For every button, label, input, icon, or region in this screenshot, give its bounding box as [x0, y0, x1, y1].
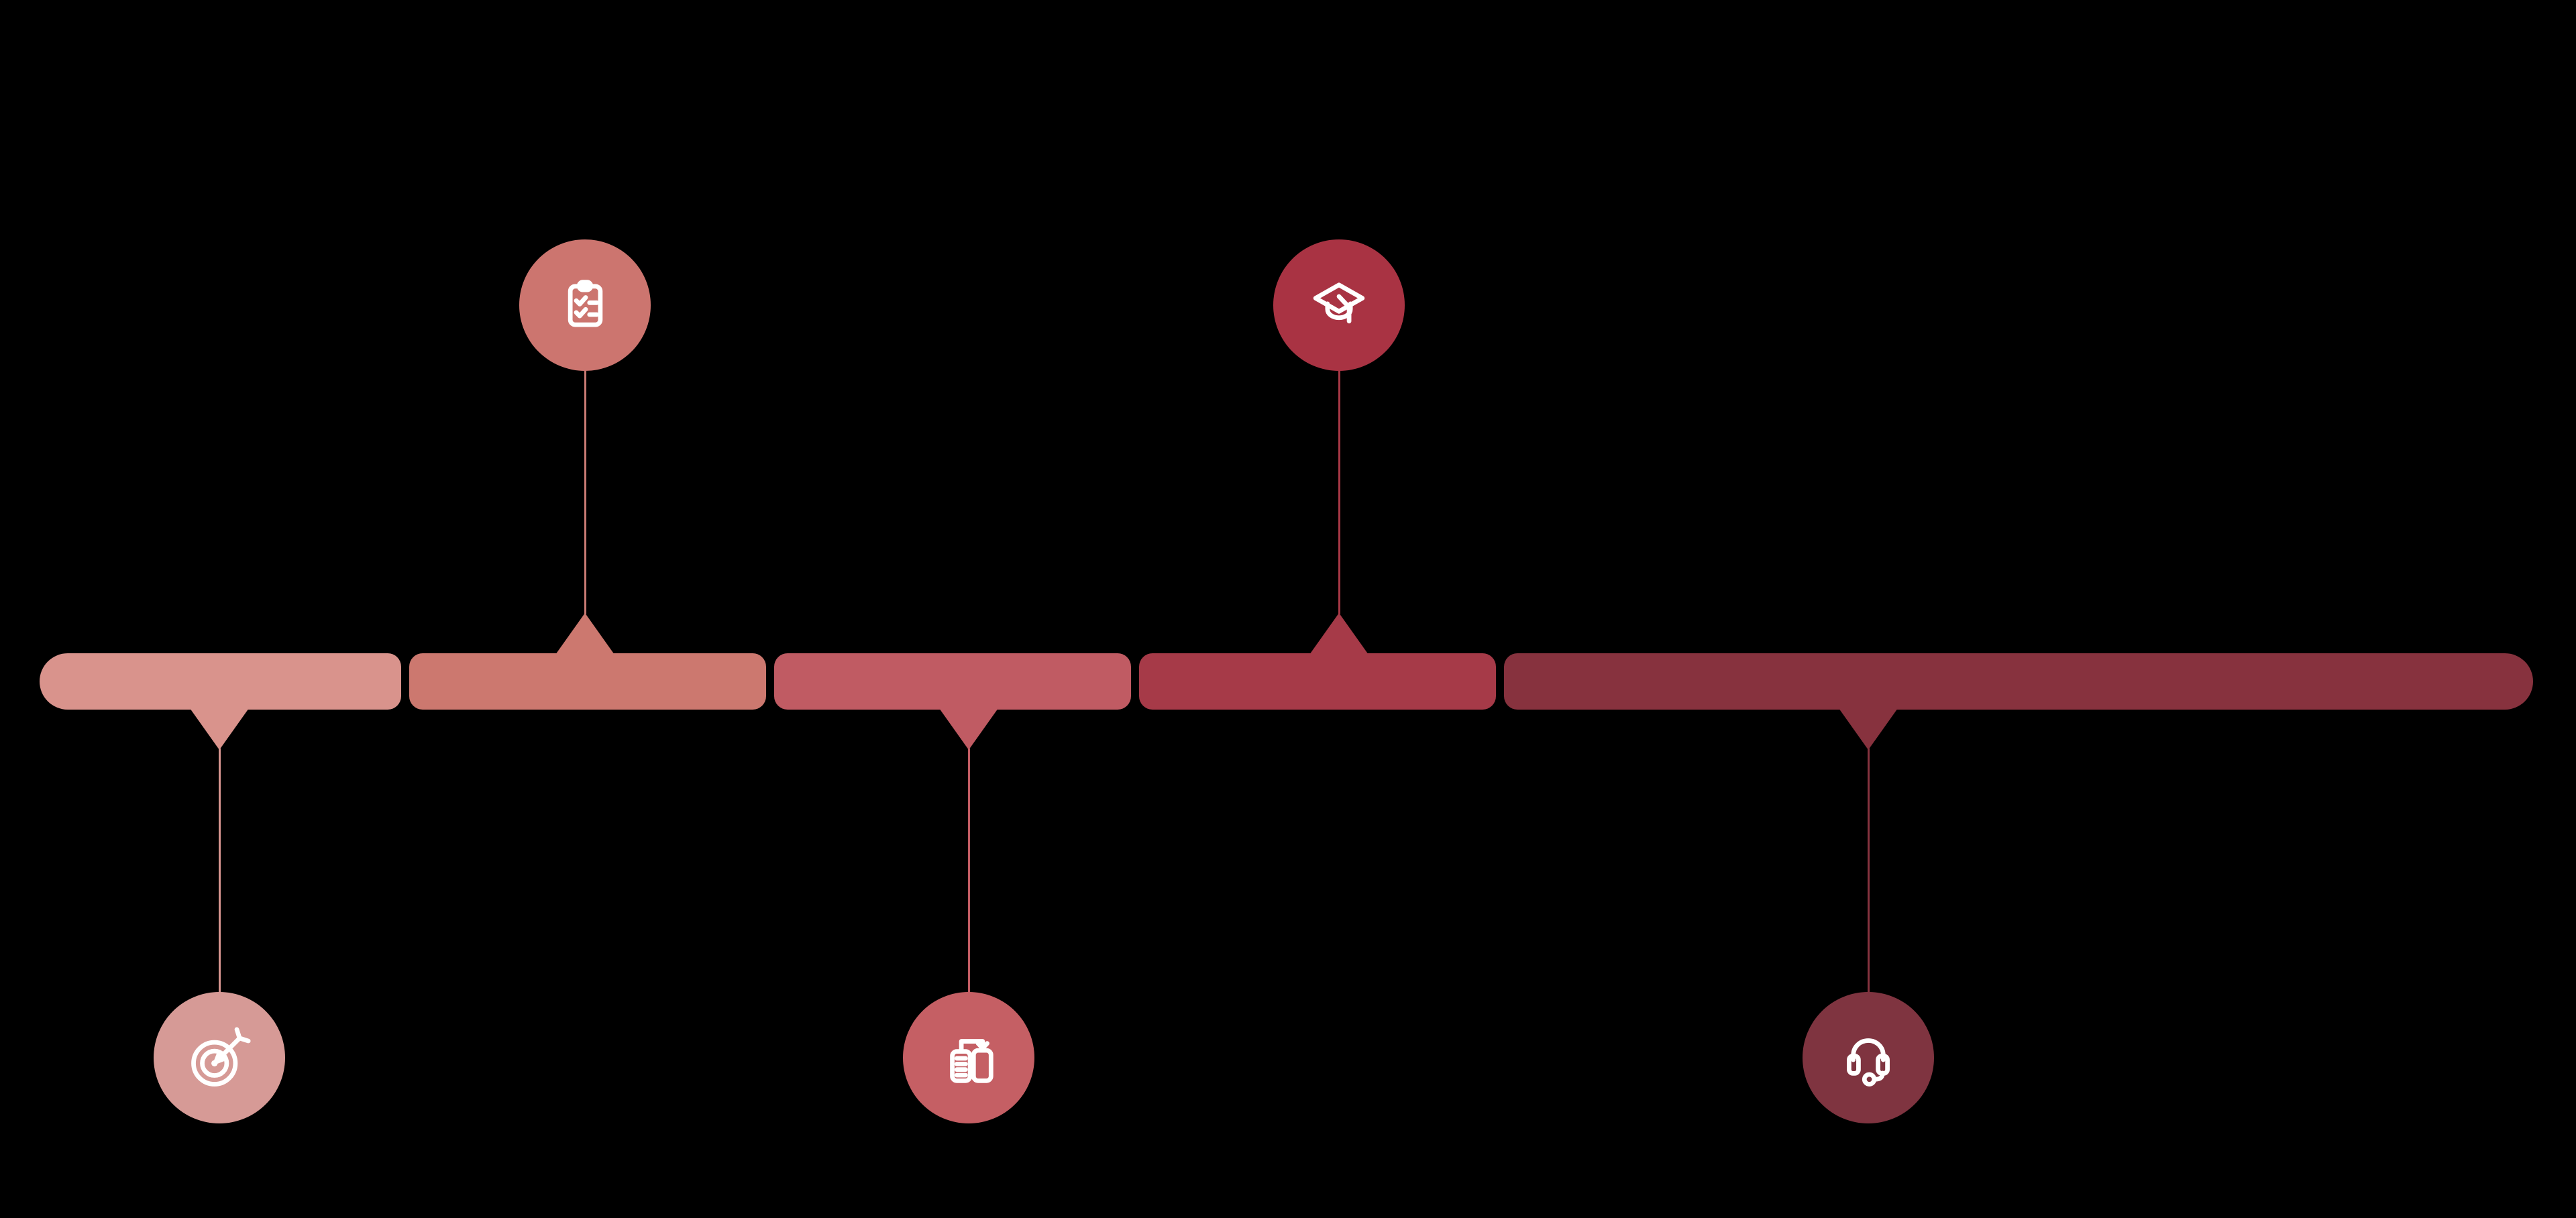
target-arrow-icon: [191, 1027, 251, 1087]
step-icon-circle-1: [154, 992, 285, 1123]
step-icon-circle-3: [903, 992, 1034, 1123]
timeline-segment-2: [409, 653, 766, 710]
timeline-segment-5: [1504, 653, 2533, 710]
timeline-segment-4: [1139, 653, 1496, 710]
connector-line: [218, 749, 221, 993]
segment-pointer-down: [190, 708, 249, 750]
connector-line: [1338, 370, 1340, 614]
headset-icon: [1847, 1038, 1890, 1087]
connector-line: [1867, 749, 1870, 993]
segment-pointer-down: [1839, 708, 1898, 750]
step-icon-circle-5: [1803, 992, 1934, 1123]
segment-pointer-up: [555, 613, 614, 655]
segment-pointer-up: [1309, 613, 1368, 655]
step-icon-circle-2: [519, 239, 651, 371]
timeline-segment-1: [40, 653, 401, 710]
step-icon-circle-4: [1273, 239, 1405, 371]
segment-pointer-down: [939, 708, 998, 750]
document-transfer-icon: [950, 1039, 994, 1083]
timeline-segment-3: [774, 653, 1131, 710]
connector-line: [967, 749, 970, 993]
graduation-cap-icon: [1313, 282, 1365, 324]
clipboard-checklist-icon: [568, 280, 603, 327]
connector-line: [584, 370, 586, 614]
